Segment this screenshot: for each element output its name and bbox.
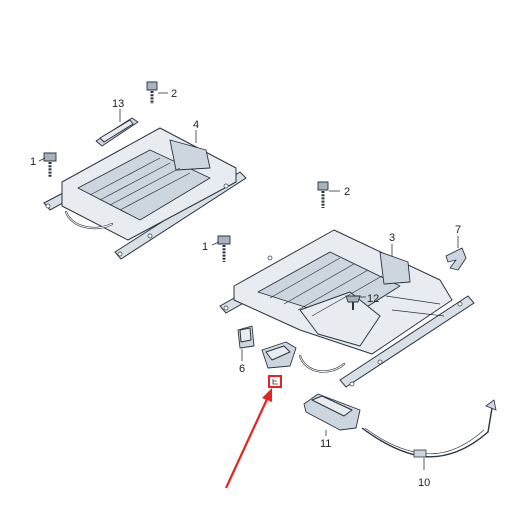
- callout-3: 3: [389, 232, 395, 244]
- highlight-box: [268, 375, 282, 388]
- callout-1-upper: 1: [30, 156, 36, 168]
- callout-10: 10: [418, 477, 430, 489]
- callout-12: 12: [367, 293, 379, 305]
- bolt-2-lower: [317, 181, 329, 208]
- seat-frame-upper: [43, 127, 247, 260]
- callout-4: 4: [193, 119, 199, 131]
- bolt-1-upper: [43, 152, 57, 178]
- callout-2-upper: 2: [171, 88, 177, 100]
- pointer-arrow: [225, 388, 272, 489]
- callout-11: 11: [320, 438, 331, 450]
- leader-1b: [211, 241, 220, 246]
- bracket-7: [445, 247, 467, 271]
- part-10-cable: [361, 399, 497, 458]
- callout-7: 7: [455, 224, 461, 236]
- part-highlighted-cover: [261, 341, 297, 369]
- bolt-1-lower: [217, 235, 231, 262]
- callout-1-lower: 1: [202, 241, 208, 253]
- part-6-block: [237, 325, 255, 349]
- leader-1a: [38, 157, 46, 162]
- part-13-strip: [95, 117, 139, 147]
- clip-12: [345, 295, 361, 310]
- bolt-2-upper: [146, 81, 158, 104]
- seat-frame-lower: [219, 229, 475, 388]
- callout-13: 13: [112, 98, 124, 110]
- callout-2-lower: 2: [344, 186, 350, 198]
- highlight-box-glyph: [272, 379, 278, 385]
- callout-6: 6: [239, 363, 245, 375]
- part-11-handle: [303, 393, 361, 431]
